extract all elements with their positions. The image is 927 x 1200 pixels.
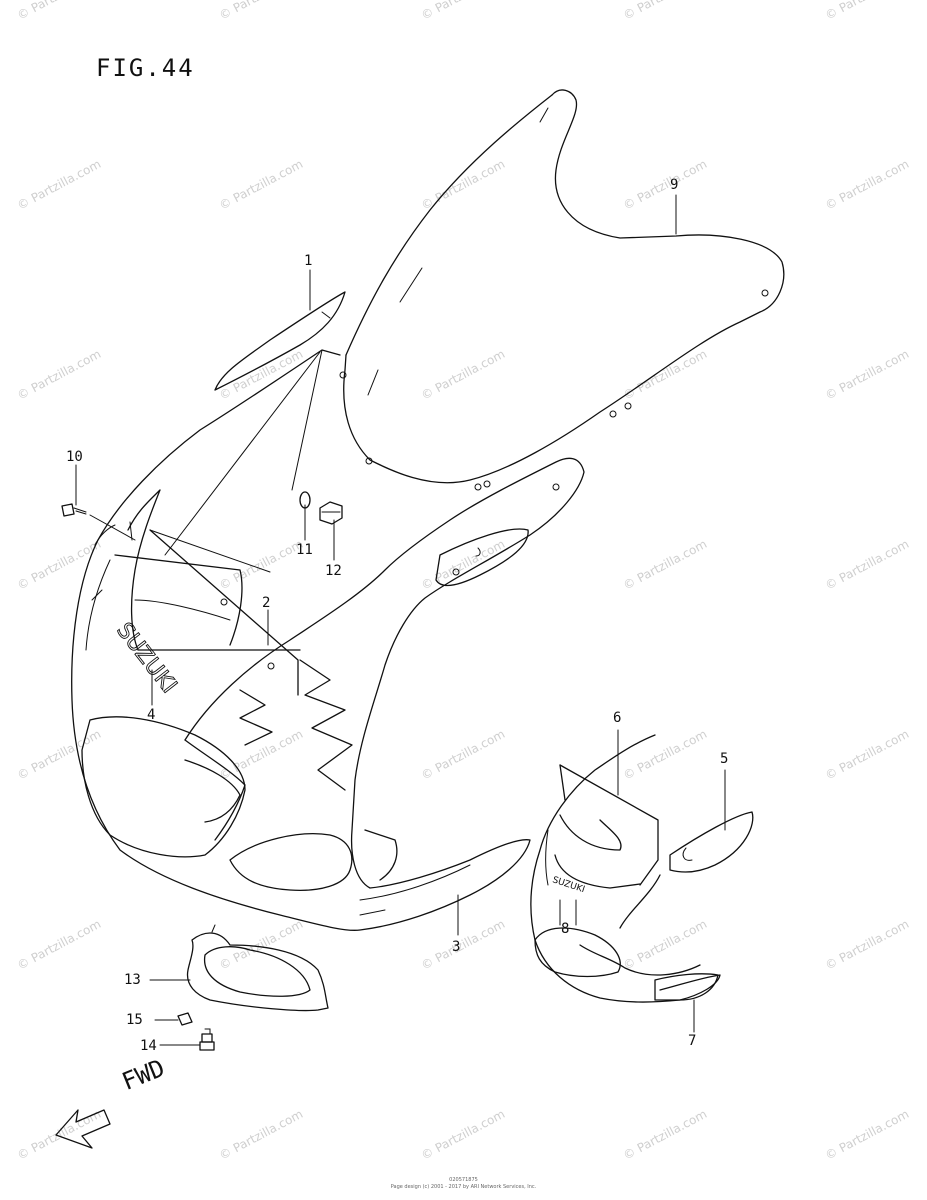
watermark-text: © Partzilla.com [823, 157, 911, 213]
callout-2[interactable]: 2 [262, 595, 271, 611]
callout-15[interactable]: 15 [126, 1012, 143, 1028]
watermark-text: © Partzilla.com [823, 0, 911, 23]
callout-13[interactable]: 13 [124, 972, 141, 988]
watermark-text: © Partzilla.com [621, 347, 709, 403]
footer-copyright: Page design (c) 2001 - 2017 by ARI Netwo… [390, 1184, 537, 1190]
windscreen-part-9[interactable] [339, 89, 785, 491]
watermark-text: © Partzilla.com [217, 537, 305, 593]
callout-8[interactable]: 8 [561, 921, 570, 937]
watermark-text: © Partzilla.com [15, 347, 103, 403]
watermark-text: © Partzilla.com [621, 157, 709, 213]
upper-cowling-part-3[interactable]: SUZUKI [71, 349, 585, 931]
callout-5[interactable]: 5 [720, 751, 729, 767]
watermark-text: © Partzilla.com [823, 1107, 911, 1163]
watermark-text: © Partzilla.com [15, 727, 103, 783]
callout-9[interactable]: 9 [670, 177, 679, 193]
figure-title: FIG.44 [96, 54, 195, 82]
watermark-layer: © Partzilla.com © Partzilla.com © Partzill… [15, 0, 911, 1163]
watermark-text: © Partzilla.com [419, 917, 507, 973]
watermark-text: © Partzilla.com [823, 917, 911, 973]
footer-code: 020571875 [449, 1177, 478, 1183]
watermark-text: © Partzilla.com [621, 727, 709, 783]
watermark-text: © Partzilla.com [15, 917, 103, 973]
watermark-text: © Partzilla.com [217, 157, 305, 213]
callout-14[interactable]: 14 [140, 1038, 157, 1054]
upper-garnish-part-1[interactable] [214, 291, 346, 391]
watermark-text: © Partzilla.com [15, 0, 103, 23]
callout-3[interactable]: 3 [452, 939, 461, 955]
watermark-text: © Partzilla.com [15, 1107, 103, 1163]
bolt-part-14[interactable] [199, 1028, 215, 1051]
watermark-text: © Partzilla.com [419, 537, 507, 593]
watermark-text: © Partzilla.com [217, 347, 305, 403]
callout-4[interactable]: 4 [147, 707, 156, 723]
callout-12[interactable]: 12 [325, 563, 342, 579]
watermark-text: © Partzilla.com [217, 1107, 305, 1163]
watermark-text: © Partzilla.com [15, 157, 103, 213]
watermark-text: © Partzilla.com [419, 157, 507, 213]
watermark-text: © Partzilla.com [823, 537, 911, 593]
washer-part-11[interactable] [299, 491, 311, 509]
callout-11[interactable]: 11 [296, 542, 313, 558]
leader-lines [75, 194, 726, 1046]
watermark-text: © Partzilla.com [621, 0, 709, 23]
nut-part-12[interactable] [319, 501, 343, 525]
screw-part-10[interactable] [61, 503, 87, 517]
callout-7[interactable]: 7 [688, 1033, 697, 1049]
watermark-text: © Partzilla.com [217, 0, 305, 23]
watermark-text: © Partzilla.com [419, 727, 507, 783]
suzuki-logo-small: SUZUKI [551, 875, 586, 895]
callout-1[interactable]: 1 [304, 253, 313, 269]
watermark-text: © Partzilla.com [621, 917, 709, 973]
watermark-text: © Partzilla.com [823, 727, 911, 783]
suzuki-logo-main: SUZUKI [111, 618, 181, 698]
forward-arrow-icon [55, 1109, 111, 1149]
inner-panel-part-2[interactable] [149, 529, 299, 696]
watermark-text: © Partzilla.com [419, 347, 507, 403]
headlight-cover-part-13[interactable] [186, 924, 329, 1012]
callout-10[interactable]: 10 [66, 449, 83, 465]
watermark-text: © Partzilla.com [823, 347, 911, 403]
watermark-text: © Partzilla.com [621, 1107, 709, 1163]
callout-6[interactable]: 6 [613, 710, 622, 726]
watermark-text: © Partzilla.com [15, 537, 103, 593]
clip-part-15[interactable] [177, 1012, 193, 1026]
watermark-text: © Partzilla.com [217, 727, 305, 783]
watermark-text: © Partzilla.com [419, 0, 507, 23]
watermark-text: © Partzilla.com [419, 1107, 507, 1163]
watermark-text: © Partzilla.com [621, 537, 709, 593]
